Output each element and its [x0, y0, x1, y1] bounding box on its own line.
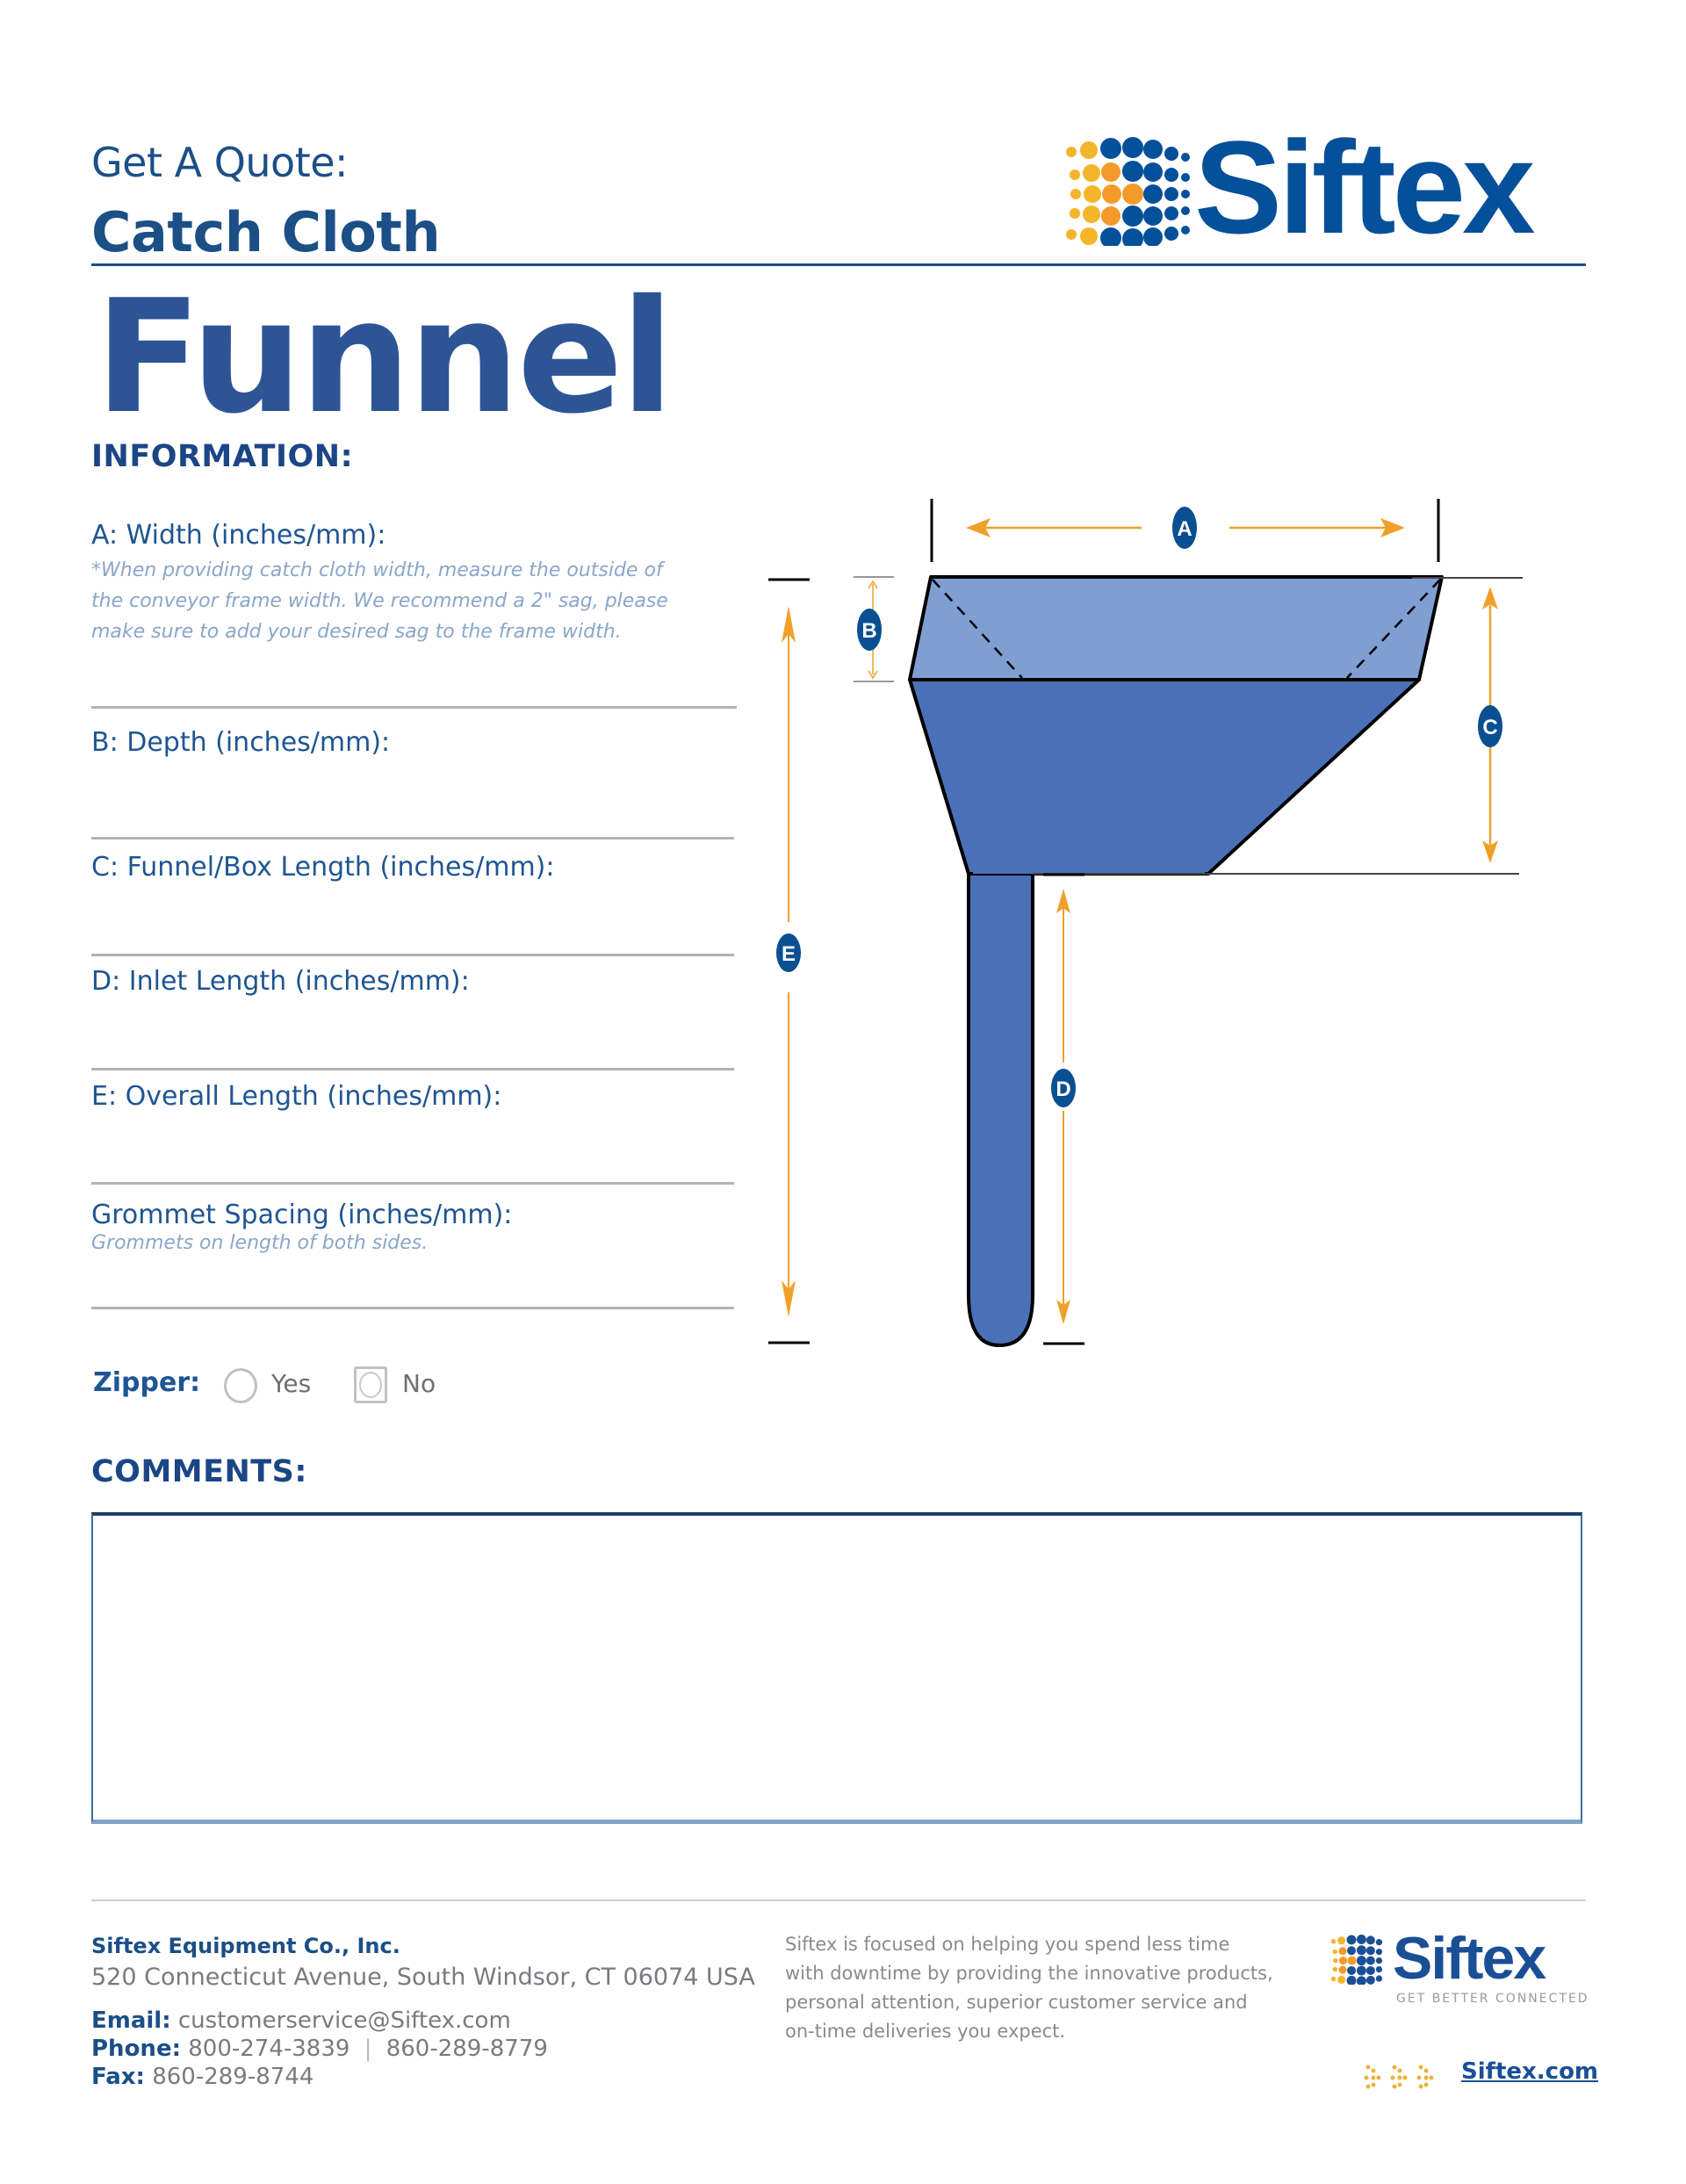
footer-blurb: Siftex is focused on helping you spend l…	[785, 1930, 1294, 2046]
width-note-line: *When providing catch cloth width, measu…	[91, 559, 663, 581]
funnel-diagram: A B C D E	[768, 499, 1523, 1348]
overall-length-underline	[91, 1182, 734, 1185]
dotted-arrows-icon	[1364, 2065, 1434, 2089]
field-label-overall-length: E: Overall Length (inches/mm):	[91, 1081, 502, 1112]
svg-text:A: A	[1177, 517, 1192, 541]
footer-company-name: Siftex Equipment Co., Inc.	[91, 1934, 400, 1958]
fax-label: Fax:	[91, 2064, 145, 2090]
zipper-yes-label[interactable]: Yes	[271, 1369, 312, 1398]
arrow-down-icon	[1056, 1300, 1070, 1324]
product-name: Catch Cloth	[91, 200, 441, 264]
zipper-no-label[interactable]: No	[402, 1369, 436, 1398]
grommet-spacing-input[interactable]	[91, 1261, 734, 1305]
footer-phone: Phone: 800-274-3839 | 860-289-8779	[91, 2036, 548, 2062]
badge-c-icon: C	[1478, 705, 1502, 747]
width-note-line: make sure to add your desired sag to the…	[91, 621, 622, 643]
footer-email: Email: customerservice@Siftex.com	[91, 2007, 511, 2034]
zipper-yes-radio[interactable]	[224, 1368, 257, 1403]
footer-logo-dots-icon	[1330, 1935, 1383, 1985]
funnel-box-length-input[interactable]	[91, 907, 734, 951]
arrow-right-icon	[1380, 518, 1405, 537]
grommet-spacing-underline	[91, 1307, 734, 1309]
blurb-line: personal attention, superior customer se…	[785, 1992, 1248, 2013]
siftex-logo-wordmark: Siftex	[1194, 113, 1535, 261]
badge-e-icon: E	[776, 933, 801, 972]
arrow-down-icon	[1482, 840, 1498, 863]
siftex-logo-dots-icon	[1066, 137, 1190, 246]
phone-primary: 800-274-3839	[188, 2036, 350, 2062]
width-note-line: the conveyor frame width. We recommend a…	[91, 590, 668, 612]
field-label-funnel-box-length: C: Funnel/Box Length (inches/mm):	[91, 852, 555, 883]
funnel-inlet	[967, 872, 1034, 1348]
funnel-box-length-underline	[91, 954, 734, 956]
footer-fax: Fax: 860-289-8744	[91, 2064, 313, 2090]
arrow-up-icon	[782, 606, 796, 643]
information-heading: INFORMATION:	[91, 439, 354, 474]
svg-text:C: C	[1482, 716, 1497, 739]
field-label-width: A: Width (inches/mm):	[91, 520, 386, 551]
depth-input[interactable]	[91, 790, 734, 834]
header-subtitle: Get A Quote:	[91, 139, 349, 186]
fax-number: 860-289-8744	[152, 2064, 314, 2090]
funnel-box-top	[908, 575, 1444, 681]
page-title: Funnel	[95, 266, 674, 448]
footer-logo-wordmark: Siftex	[1393, 1925, 1546, 1992]
arrow-up-icon	[1482, 587, 1498, 609]
width-input[interactable]	[91, 659, 737, 703]
phone-separator: |	[364, 2036, 372, 2062]
website-link[interactable]: Siftex.com	[1461, 2058, 1599, 2085]
funnel-cone	[908, 678, 1421, 876]
zipper-no-checkbox[interactable]	[354, 1366, 387, 1403]
email-label: Email:	[91, 2007, 171, 2034]
field-label-grommet-spacing: Grommet Spacing (inches/mm):	[91, 1200, 513, 1230]
blurb-line: on-time deliveries you expect.	[785, 2021, 1066, 2042]
phone-secondary: 860-289-8779	[385, 2036, 548, 2062]
header-divider	[91, 263, 1586, 266]
svg-text:D: D	[1056, 1078, 1070, 1101]
badge-b-icon: B	[857, 609, 882, 651]
inlet-length-underline	[91, 1068, 734, 1070]
svg-text:E: E	[782, 942, 796, 966]
comments-box	[91, 1512, 1582, 1824]
phone-label: Phone:	[91, 2036, 181, 2062]
badge-a-icon: A	[1172, 507, 1197, 549]
footer-divider	[91, 1899, 1586, 1901]
blurb-line: with downtime by providing the innovativ…	[785, 1963, 1273, 1984]
arrow-up-icon	[1056, 889, 1070, 913]
blurb-line: Siftex is focused on helping you spend l…	[785, 1934, 1230, 1955]
comments-textarea[interactable]	[93, 1516, 1581, 1820]
comments-heading: COMMENTS:	[91, 1454, 307, 1489]
email-link[interactable]: customerservice@Siftex.com	[177, 2007, 511, 2034]
overall-length-input[interactable]	[91, 1135, 734, 1179]
arrow-down-icon	[782, 1280, 796, 1317]
width-input-underline	[91, 706, 737, 709]
arrow-left-icon	[966, 518, 991, 537]
footer-address: 520 Connecticut Avenue, South Windsor, C…	[91, 1964, 755, 1991]
svg-text:B: B	[861, 619, 876, 643]
width-note: *When providing catch cloth width, measu…	[91, 555, 741, 647]
grommet-note: Grommets on length of both sides.	[91, 1232, 429, 1254]
zipper-label: Zipper:	[93, 1367, 201, 1398]
inlet-length-input[interactable]	[91, 1021, 734, 1065]
badge-d-icon: D	[1051, 1069, 1076, 1107]
footer-tagline: GET BETTER CONNECTED	[1396, 1992, 1589, 2006]
field-label-inlet-length: D: Inlet Length (inches/mm):	[91, 966, 470, 997]
depth-input-underline	[91, 837, 734, 840]
field-label-depth: B: Depth (inches/mm):	[91, 727, 391, 758]
